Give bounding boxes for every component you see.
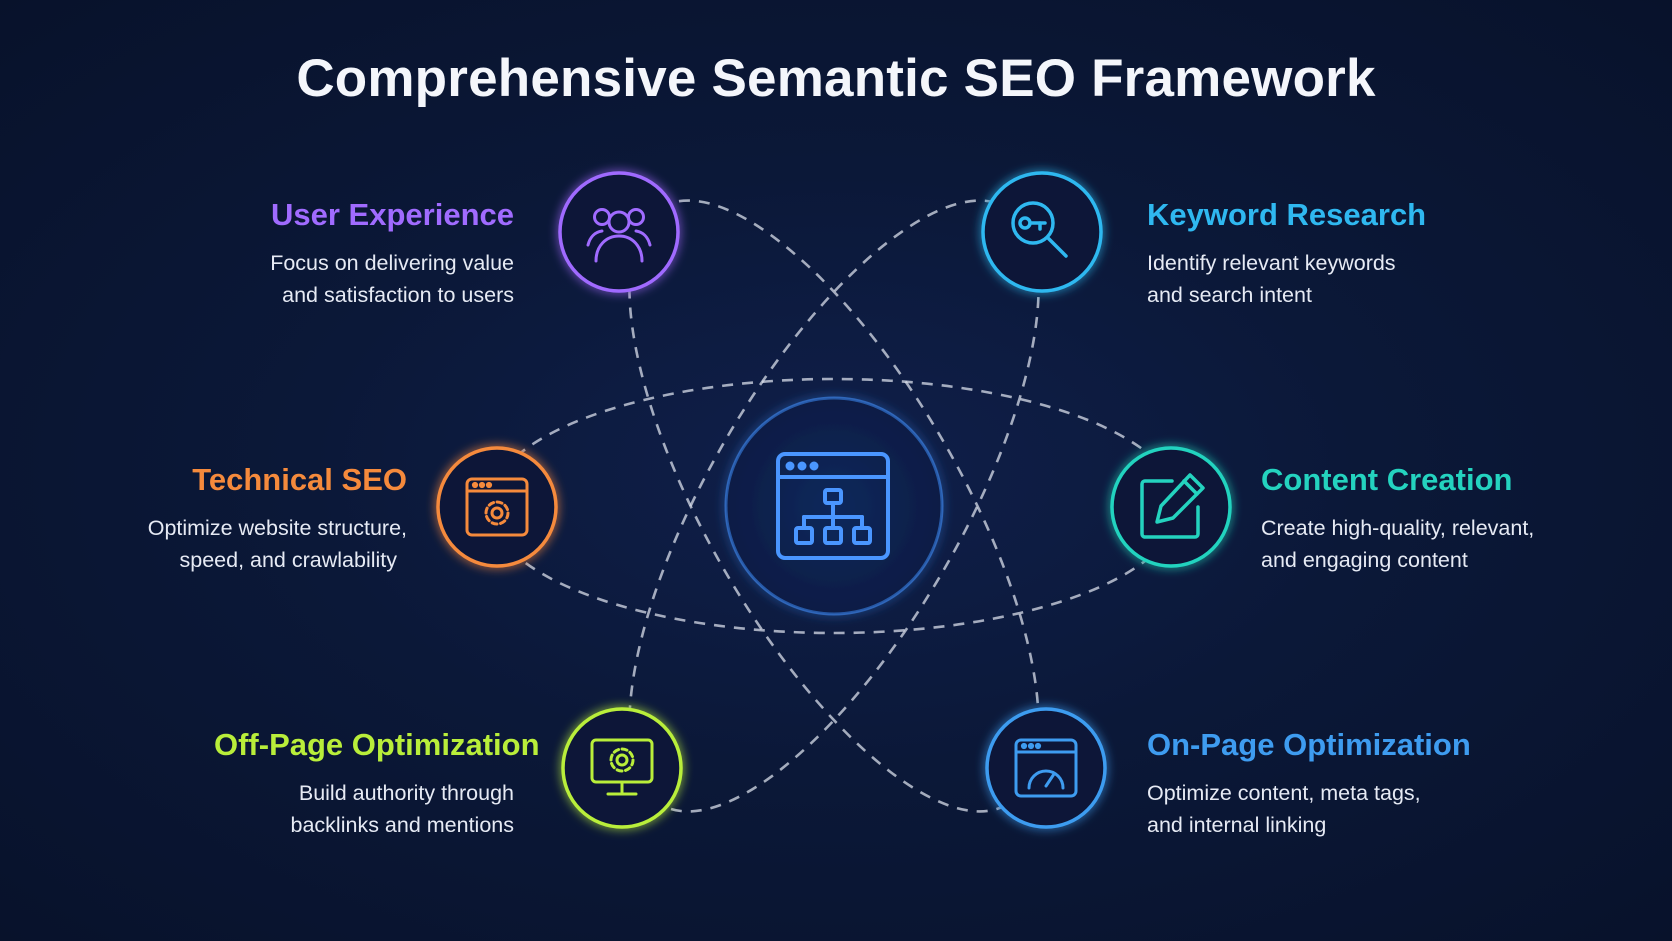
label-technical-seo: Technical SEO Optimize website structure… xyxy=(107,462,407,576)
key-magnifier-icon xyxy=(1011,201,1068,258)
user-experience-title: User Experience xyxy=(271,197,514,232)
off-page-title: Off-Page Optimization xyxy=(214,727,540,762)
browser-gauge-icon xyxy=(1014,738,1078,798)
content-creation-desc-line: Create high-quality, relevant, xyxy=(1261,516,1535,540)
label-user-experience: User Experience Focus on delivering valu… xyxy=(214,197,514,311)
edit-pencil-icon xyxy=(1140,473,1205,539)
sitemap-browser-icon xyxy=(776,452,890,560)
node-on-page xyxy=(985,707,1107,829)
keyword-research-title: Keyword Research xyxy=(1147,197,1427,232)
keyword-research-desc-line: Identify relevant keywords xyxy=(1147,251,1396,275)
node-technical-seo xyxy=(436,446,558,568)
on-page-desc-line: and internal linking xyxy=(1147,813,1327,837)
keyword-research-desc-line: and search intent xyxy=(1147,283,1312,307)
keyword-research-desc: Identify relevant keywords and search in… xyxy=(1147,247,1447,311)
on-page-desc: Optimize content, meta tags, and interna… xyxy=(1147,777,1447,841)
label-off-page: Off-Page Optimization Build authority th… xyxy=(214,727,540,841)
technical-seo-desc-line: speed, and crawlability xyxy=(179,548,397,572)
label-content-creation: Content Creation Create high-quality, re… xyxy=(1261,462,1561,576)
off-page-desc-line: Build authority through xyxy=(298,781,514,805)
node-keyword-research xyxy=(981,171,1103,293)
page-title: Comprehensive Semantic SEO Framework xyxy=(296,49,1376,108)
user-experience-desc-line: and satisfaction to users xyxy=(282,283,514,307)
label-on-page: On-Page Optimization Optimize content, m… xyxy=(1147,727,1471,841)
user-experience-desc-line: Focus on delivering value xyxy=(270,251,514,275)
technical-seo-title: Technical SEO xyxy=(192,462,407,497)
users-icon xyxy=(586,208,652,263)
content-creation-title: Content Creation xyxy=(1261,462,1513,497)
content-creation-desc-line: and engaging content xyxy=(1261,548,1468,572)
technical-seo-desc: Optimize website structure, speed, and c… xyxy=(107,512,407,576)
browser-gear-icon xyxy=(465,477,529,537)
off-page-desc-line: backlinks and mentions xyxy=(290,813,514,837)
monitor-gear-icon xyxy=(590,738,654,796)
technical-seo-desc-line: Optimize website structure, xyxy=(147,516,407,540)
off-page-desc: Build authority through backlinks and me… xyxy=(214,777,514,841)
node-user-experience xyxy=(558,171,680,293)
on-page-desc-line: Optimize content, meta tags, xyxy=(1147,781,1421,805)
label-keyword-research: Keyword Research Identify relevant keywo… xyxy=(1147,197,1447,311)
node-content-creation xyxy=(1110,446,1232,568)
content-creation-desc: Create high-quality, relevant, and engag… xyxy=(1261,512,1561,576)
user-experience-desc: Focus on delivering value and satisfacti… xyxy=(214,247,514,311)
center-node xyxy=(724,396,944,616)
on-page-title: On-Page Optimization xyxy=(1147,727,1471,762)
node-off-page xyxy=(561,707,683,829)
